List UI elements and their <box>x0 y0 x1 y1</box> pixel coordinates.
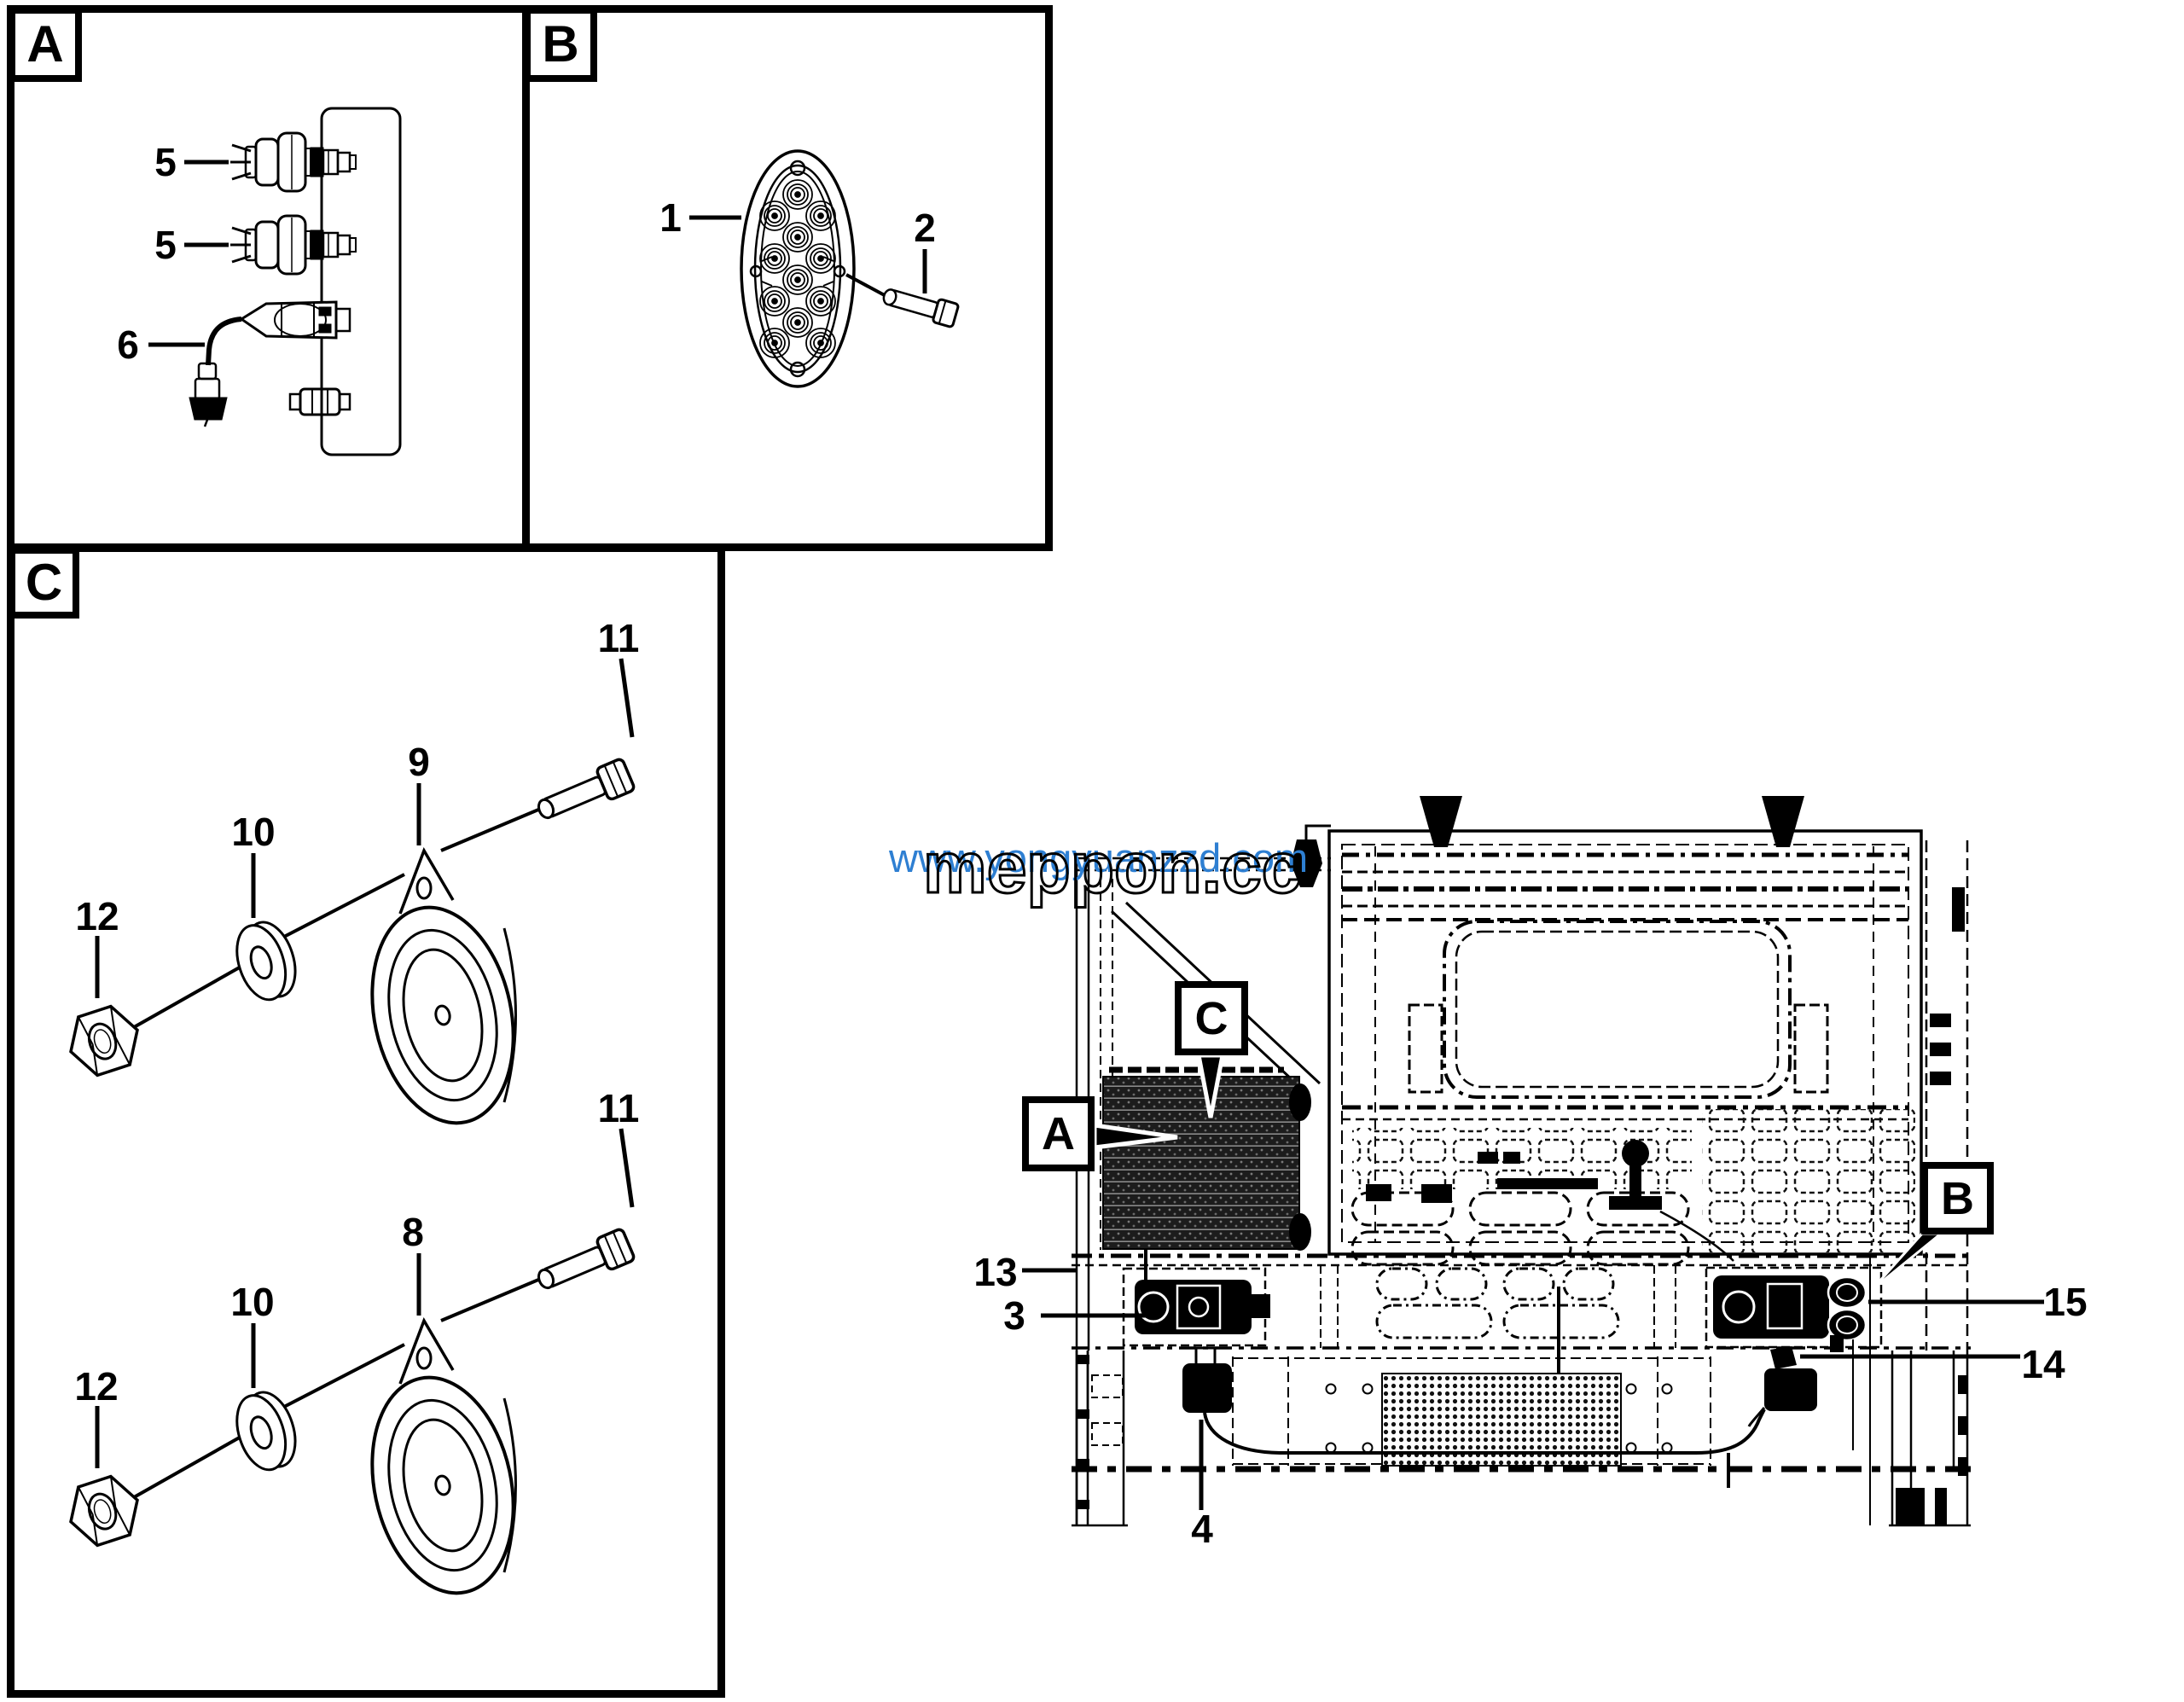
part-label-5: 5 <box>154 140 177 184</box>
callout-a: A <box>1022 1096 1095 1171</box>
callout-b: B <box>1921 1162 1994 1234</box>
tail-lamp-left <box>1122 1267 1270 1347</box>
beacon-mount-icon <box>1762 796 1804 847</box>
part-label-9: 9 <box>408 740 430 784</box>
part-label-1: 1 <box>659 195 682 240</box>
part-label-12: 12 <box>74 1364 119 1409</box>
part-label-4: 4 <box>1191 1507 1213 1551</box>
leader-lines <box>1022 1268 2044 1510</box>
panel-c-tab-label: C <box>25 554 63 611</box>
part-label-8: 8 <box>402 1210 424 1254</box>
part-label-10: 10 <box>230 1280 275 1324</box>
bumper-grille <box>1381 1373 1622 1467</box>
callout-c-label: C <box>1194 992 1228 1044</box>
panel-a <box>7 5 531 551</box>
callout-b-label: B <box>1941 1172 1974 1224</box>
panel-c-tab: C <box>9 547 79 619</box>
part-label-5: 5 <box>154 223 177 267</box>
watermark-site: meppon.cc <box>923 828 1301 908</box>
panel-b <box>522 5 1053 551</box>
part-label-11: 11 <box>597 616 640 660</box>
harness-connector-left <box>1182 1346 1232 1413</box>
mirror-drawing <box>1291 839 1322 887</box>
part-label-11: 11 <box>597 1086 640 1130</box>
panel-b-tab-label: B <box>542 15 579 73</box>
callout-a-label: A <box>1042 1108 1075 1159</box>
control-lever-drawing <box>1366 1140 1662 1210</box>
machine-rear-view-drawing <box>1022 796 2044 1527</box>
part-label-10: 10 <box>231 810 276 854</box>
callout-b-pointer <box>1870 1232 1945 1292</box>
part-label-12: 12 <box>75 894 119 938</box>
beacon-mount-icon <box>1420 796 1462 847</box>
part-label-6: 6 <box>117 322 139 367</box>
watermark-url: www.yongyuanzzd.com <box>888 835 1308 880</box>
callout-c: C <box>1175 981 1248 1055</box>
rear-window <box>1443 920 1792 1099</box>
wiring-harness <box>1203 1409 1766 1455</box>
panel-a-tab: A <box>9 7 82 82</box>
panel-a-tab-label: A <box>26 15 64 73</box>
panel-b-tab: B <box>524 7 597 82</box>
part-label-2: 2 <box>914 206 936 250</box>
part-label-14: 14 <box>2021 1342 2065 1386</box>
part-label-13: 13 <box>973 1250 1018 1294</box>
harness-connector-right <box>1747 1346 1817 1427</box>
tail-lamp-right <box>1705 1266 1883 1352</box>
callout-a-pointer <box>1092 1123 1178 1150</box>
part-label-15: 15 <box>2043 1280 2088 1324</box>
part-label-3: 3 <box>1003 1293 1025 1338</box>
radiator-grille <box>1102 1076 1300 1250</box>
callout-c-pointer <box>1195 1053 1226 1118</box>
